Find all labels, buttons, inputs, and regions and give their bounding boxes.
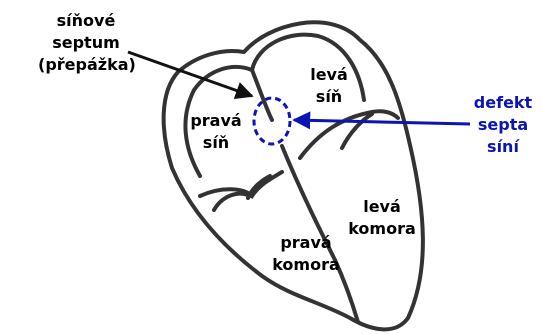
right-ventricle-label: pravá komora bbox=[272, 233, 340, 274]
atrial-septum-label: síňové septum (přepážka) bbox=[38, 11, 136, 74]
septal-defect-circle bbox=[252, 96, 292, 146]
right-ventricle-wall bbox=[212, 191, 252, 212]
left-ventricle-label: levá komora bbox=[348, 197, 416, 238]
right-atrium-label: pravá síň bbox=[190, 111, 242, 152]
right-atrium-wall bbox=[183, 64, 254, 178]
left-valve-leaflet bbox=[340, 112, 374, 150]
atrial-septum bbox=[250, 68, 274, 122]
septal-defect-label: defekt septa síní bbox=[473, 93, 533, 156]
heart-outline bbox=[161, 20, 425, 332]
left-atrium-wall bbox=[250, 32, 366, 102]
left-atrium-label: levá síň bbox=[310, 65, 348, 106]
defect-arrow bbox=[292, 111, 471, 130]
ventricular-septum bbox=[280, 144, 360, 324]
septum-arrow bbox=[127, 50, 254, 100]
